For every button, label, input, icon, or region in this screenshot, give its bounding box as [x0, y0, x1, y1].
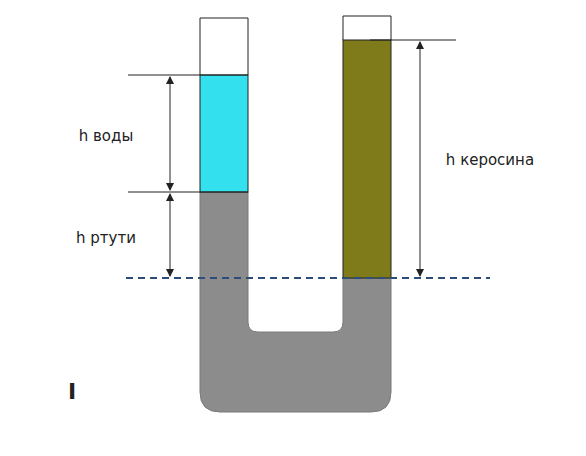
dimension-label: h керосина	[446, 152, 534, 169]
dimension-arrow	[420, 42, 421, 276]
extension-line	[370, 40, 456, 41]
dimension-label: h ртути	[76, 230, 136, 247]
dimension-arrow	[170, 77, 171, 190]
reference-line	[126, 277, 490, 279]
water	[200, 75, 248, 192]
kerosene	[343, 40, 391, 278]
tube-wall	[343, 16, 391, 40]
extension-line	[128, 192, 248, 193]
tube-wall	[200, 18, 248, 75]
dimension-label: h воды	[79, 128, 134, 145]
dimension-arrow	[170, 194, 171, 276]
extension-line	[128, 75, 248, 76]
figure-number: I	[68, 380, 76, 404]
